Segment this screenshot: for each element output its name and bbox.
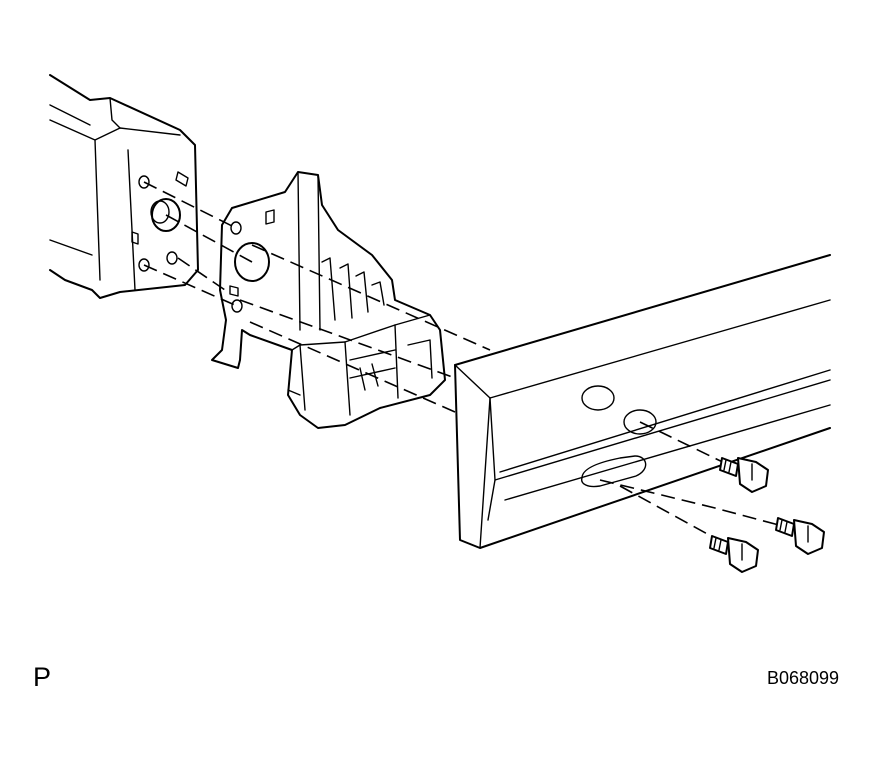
view-label: P: [33, 662, 52, 692]
alignment-lines: [143, 181, 791, 543]
figure-code: B068099: [767, 668, 840, 688]
bumper-bracket: [211, 171, 446, 429]
bumper-reinforcement: [454, 254, 831, 549]
bolt-lower: [709, 535, 759, 573]
bolt-right: [775, 517, 825, 555]
frame-side-member: [49, 74, 199, 299]
bolt-upper: [719, 457, 769, 493]
